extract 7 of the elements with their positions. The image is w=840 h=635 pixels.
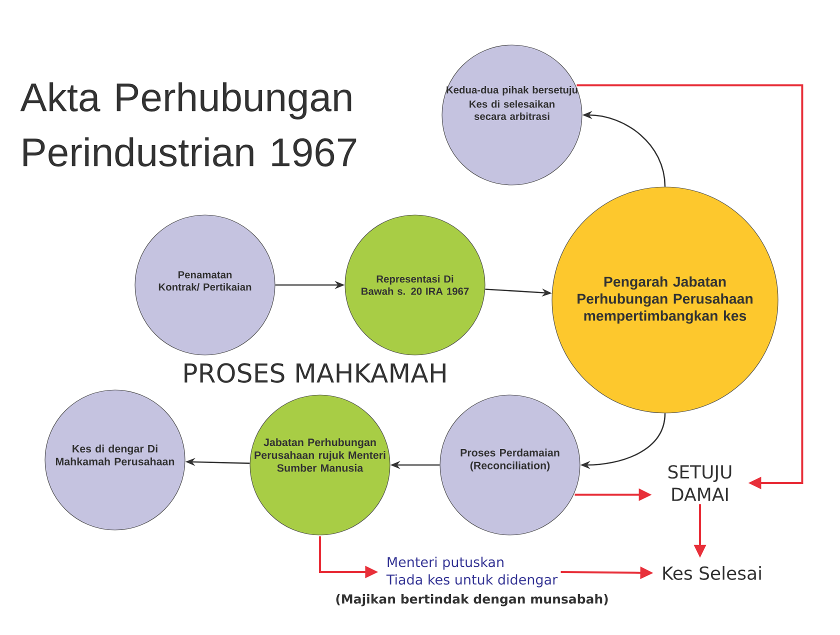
step-text: Menteri putuskan Tiada kes untuk didengar xyxy=(386,556,558,588)
step-text: Kes Selesai xyxy=(663,566,761,580)
step-text: SETUJU DAMAI xyxy=(668,465,732,501)
title: Akta Perhubungan Perindustrian 1967 xyxy=(20,82,356,167)
section-heading: PROSES MAHKAMAH xyxy=(184,363,446,383)
arrow xyxy=(576,84,804,490)
note: (Majikan bertindak dengan munsabah) xyxy=(336,594,608,606)
